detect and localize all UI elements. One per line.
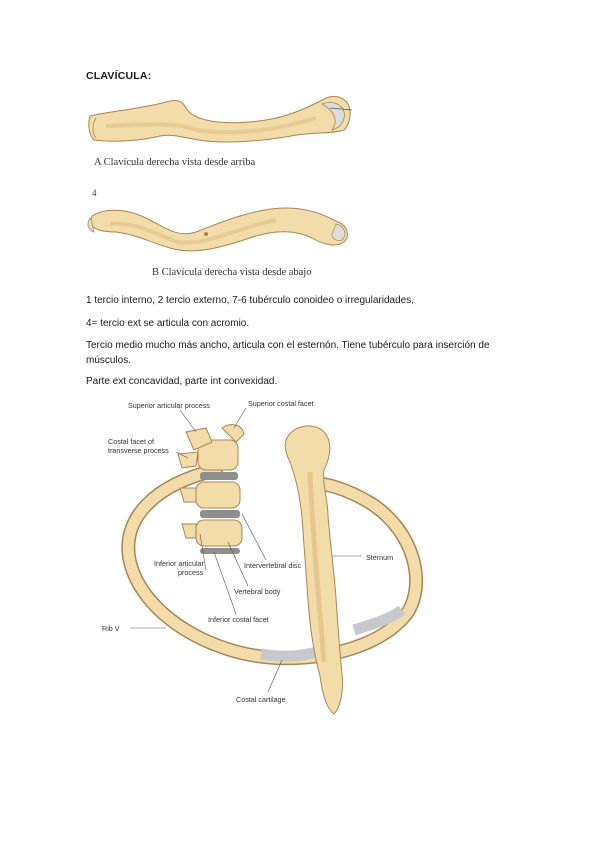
costal-cartilage-left xyxy=(260,644,324,662)
clavicle-bottom-view-figure xyxy=(86,198,356,266)
intervertebral-disc-upper xyxy=(200,472,238,480)
vertebral-column xyxy=(177,424,245,554)
clavicle-b-shape xyxy=(89,207,348,252)
clavicle-top-view-figure xyxy=(86,90,356,175)
label-costal-facet-line2: transverse process xyxy=(108,446,169,455)
paragraph-3: Tercio medio mucho más ancho, articula c… xyxy=(86,340,490,366)
paragraph-4: Parte ext concavidad, parte int convexid… xyxy=(86,376,278,387)
clavicle-b-marker: 4 xyxy=(92,188,97,198)
clavicle-a-acromial-end xyxy=(321,102,345,131)
transverse-process-upper xyxy=(177,451,199,469)
label-inferior-articular-line1: Inferior articular xyxy=(154,559,205,568)
clavicle-a-shading xyxy=(105,116,317,135)
paragraph-2: 4= tercio ext se articula con acromio. xyxy=(86,318,250,329)
sternum xyxy=(284,425,343,715)
clavicle-b-shading xyxy=(109,218,277,245)
label-inferior-costal-facet: Inferior costal facet xyxy=(208,615,269,624)
intervertebral-disc xyxy=(200,510,240,518)
paragraph-1: 1 tercio interno, 2 tercio externo, 7-6 … xyxy=(86,295,414,306)
thoracic-anatomy-figure: Superior articular process Superior cost… xyxy=(96,392,426,720)
clavicle-a-sternal-end xyxy=(92,117,97,139)
superior-costal-facet xyxy=(221,424,245,443)
label-inferior-articular-line2: process xyxy=(178,568,204,577)
clavicle-b-caption: B Clavícula derecha vista desde abajo xyxy=(152,267,312,278)
label-costal-facet-line1: Costal facet of xyxy=(108,437,154,446)
clavicle-a-leader-line xyxy=(329,107,353,111)
label-rib-v: Rib V xyxy=(102,624,120,633)
transverse-process-middle xyxy=(179,487,197,503)
vertebral-body xyxy=(195,519,243,547)
label-vertebral-body: Vertebral body xyxy=(234,587,281,596)
vertebra-middle xyxy=(195,481,241,509)
clavicle-a-shape xyxy=(88,95,351,143)
intervertebral-disc-lower xyxy=(200,548,240,554)
clavicle-a-caption: A Clavícula derecha vista desde arriba xyxy=(94,157,256,168)
clavicle-b-acromial-end xyxy=(331,223,346,241)
superior-articular-process xyxy=(185,427,213,451)
clavicle-b-conoid-tubercle xyxy=(204,232,208,236)
clavicle-top-view-illustration xyxy=(88,95,353,143)
label-sternum: Sternum xyxy=(366,553,393,562)
costal-cartilage-right xyxy=(352,605,406,636)
clavicle-bottom-view-illustration xyxy=(87,207,348,252)
label-costal-cartilage: Costal cartilage xyxy=(236,695,286,704)
label-superior-costal-facet: Superior costal facet xyxy=(248,399,314,408)
inferior-articular-process xyxy=(181,523,197,539)
sternum-shading xyxy=(307,471,327,663)
leader-lines xyxy=(130,407,362,693)
thoracic-anatomy-illustration: Superior articular process Superior cost… xyxy=(102,399,423,715)
label-intervertebral-disc: Intervertebral disc xyxy=(244,561,302,570)
label-superior-articular-process: Superior articular process xyxy=(128,401,210,410)
section-heading: CLAVÍCULA: xyxy=(86,70,152,82)
clavicle-b-sternal-end xyxy=(87,217,95,233)
